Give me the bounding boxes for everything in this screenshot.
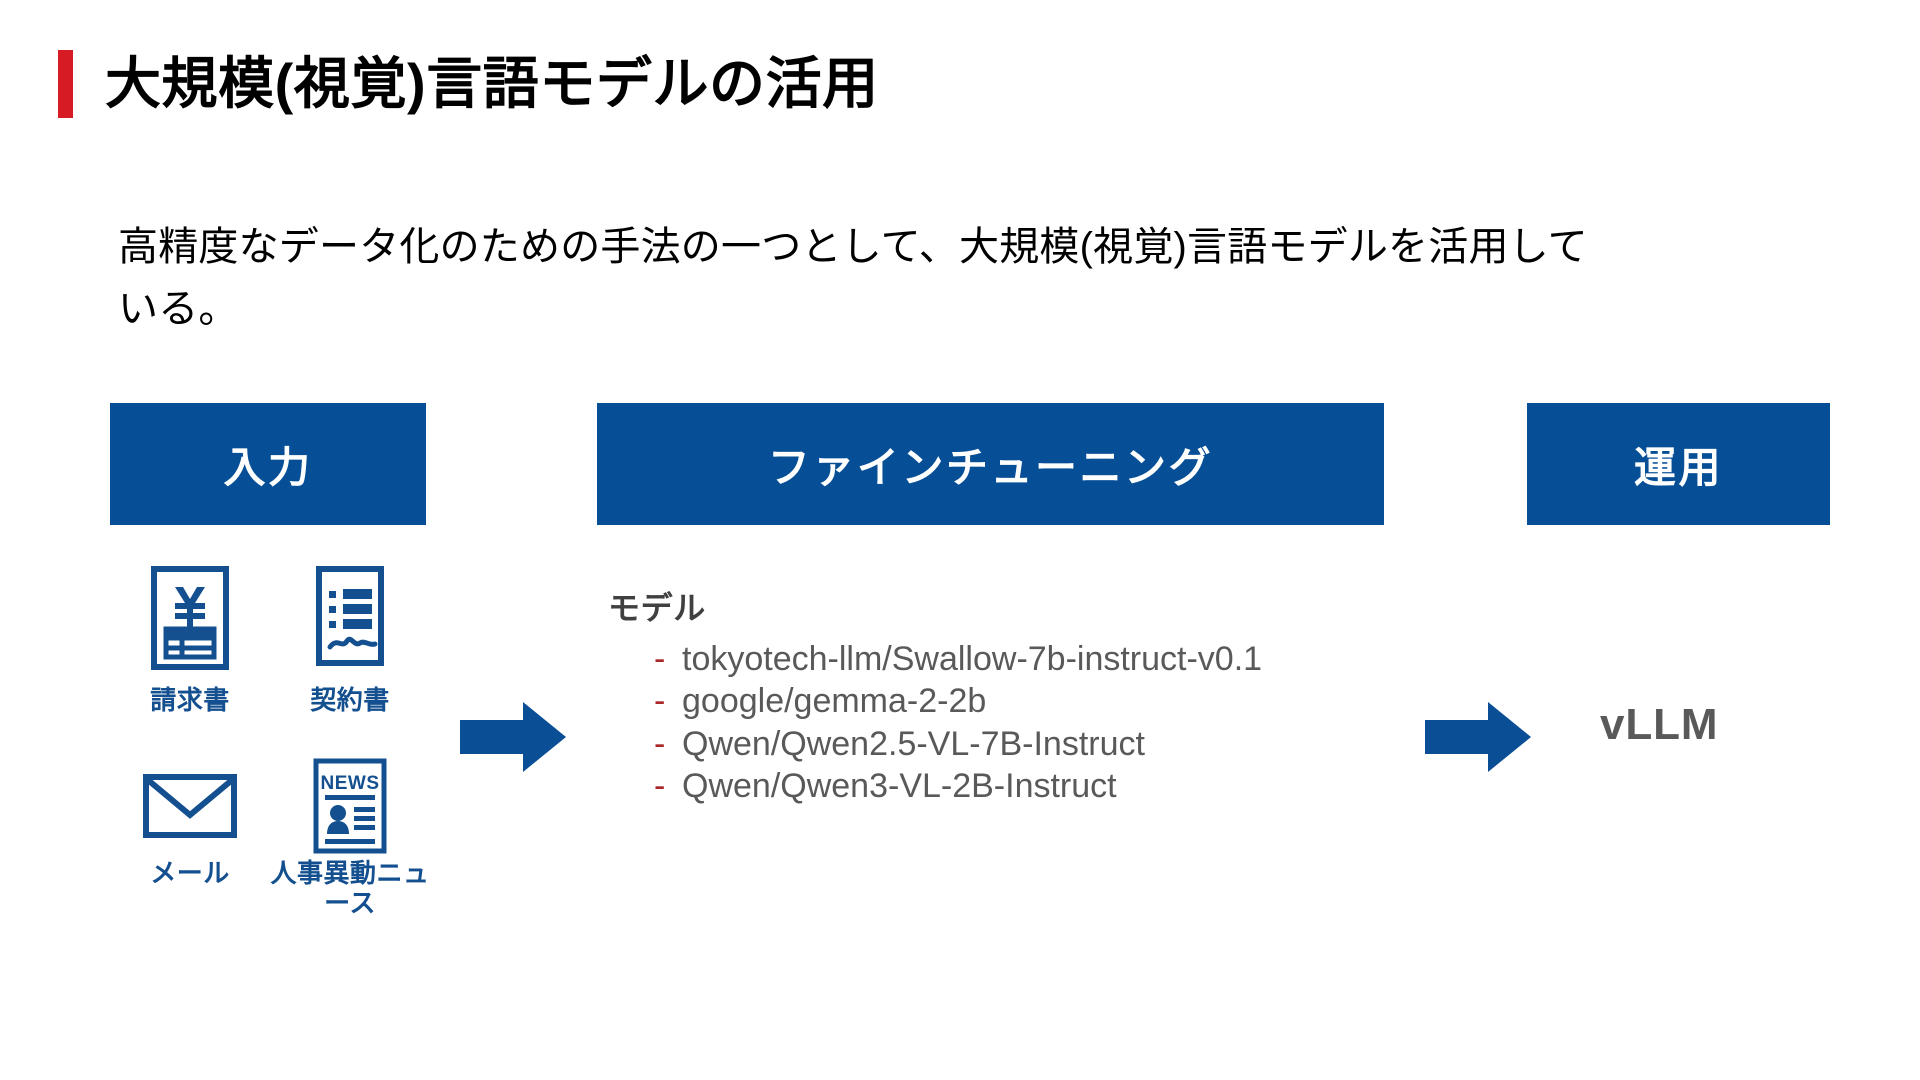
model-list: - tokyotech-llm/Swallow-7b-instruct-v0.1…	[608, 639, 1338, 808]
input-icon-row-2: メール NEWS 人事異動ニュース	[110, 758, 430, 919]
input-item-contract-label: 契約書	[310, 685, 390, 715]
section-header-finetune-label: ファインチューニング	[767, 443, 1214, 491]
title-text: 大規模(視覚)言語モデルの活用	[105, 52, 879, 115]
page-title: 大規模(視覚)言語モデルの活用	[58, 50, 879, 118]
model-list-item: - tokyotech-llm/Swallow-7b-instruct-v0.1	[608, 639, 1338, 680]
section-header-input: 入力	[110, 403, 426, 525]
section-header-deploy: 運用	[1527, 403, 1830, 525]
model-name: tokyotech-llm/Swallow-7b-instruct-v0.1	[682, 640, 1263, 678]
section-header-deploy-label: 運用	[1633, 443, 1724, 491]
news-person-icon: NEWS	[310, 758, 390, 854]
section-header-finetune: ファインチューニング	[597, 403, 1384, 525]
bullet-dash-icon: -	[654, 640, 666, 678]
input-icon-row-1: 請求書 契約書	[110, 565, 430, 716]
body-paragraph: 高精度なデータ化のための手法の一つとして、大規模(視覚)言語モデルを活用している…	[118, 225, 1588, 331]
model-list-heading: モデル	[608, 590, 706, 626]
input-item-mail-label: メール	[150, 857, 230, 888]
title-accent-bar	[58, 50, 73, 118]
contract-icon	[309, 565, 391, 681]
arrow-right-icon-input-to-finetune	[460, 702, 566, 772]
input-icon-grid: 請求書 契約書	[110, 565, 430, 919]
model-name: Qwen/Qwen3-VL-2B-Instruct	[682, 767, 1117, 806]
section-header-input-label: 入力	[223, 443, 313, 491]
input-item-contract: 契約書	[270, 565, 430, 716]
invoice-icon	[149, 565, 231, 681]
model-name: google/gemma-2-2b	[682, 682, 987, 721]
arrow-right-icon-finetune-to-deploy	[1425, 702, 1531, 772]
bullet-dash-icon: -	[654, 724, 666, 763]
bullet-dash-icon: -	[654, 767, 666, 806]
model-list-item: - google/gemma-2-2b	[608, 681, 1338, 722]
input-item-mail: メール	[110, 758, 270, 919]
mail-icon	[142, 758, 238, 854]
input-item-news-label: 人事異動ニュース	[270, 857, 430, 919]
input-item-news: NEWS 人事異動ニュース	[270, 758, 430, 919]
input-item-invoice-label: 請求書	[150, 685, 230, 715]
input-item-invoice: 請求書	[110, 565, 270, 716]
bullet-dash-icon: -	[654, 682, 666, 721]
model-list-item: - Qwen/Qwen3-VL-2B-Instruct	[608, 766, 1338, 807]
model-name: Qwen/Qwen2.5-VL-7B-Instruct	[682, 724, 1145, 763]
finetune-model-block: モデル - tokyotech-llm/Swallow-7b-instruct-…	[608, 583, 1338, 809]
deploy-runtime-label: vLLM	[1600, 700, 1719, 749]
model-list-item: - Qwen/Qwen2.5-VL-7B-Instruct	[608, 724, 1338, 765]
svg-text:NEWS: NEWS	[321, 773, 380, 794]
